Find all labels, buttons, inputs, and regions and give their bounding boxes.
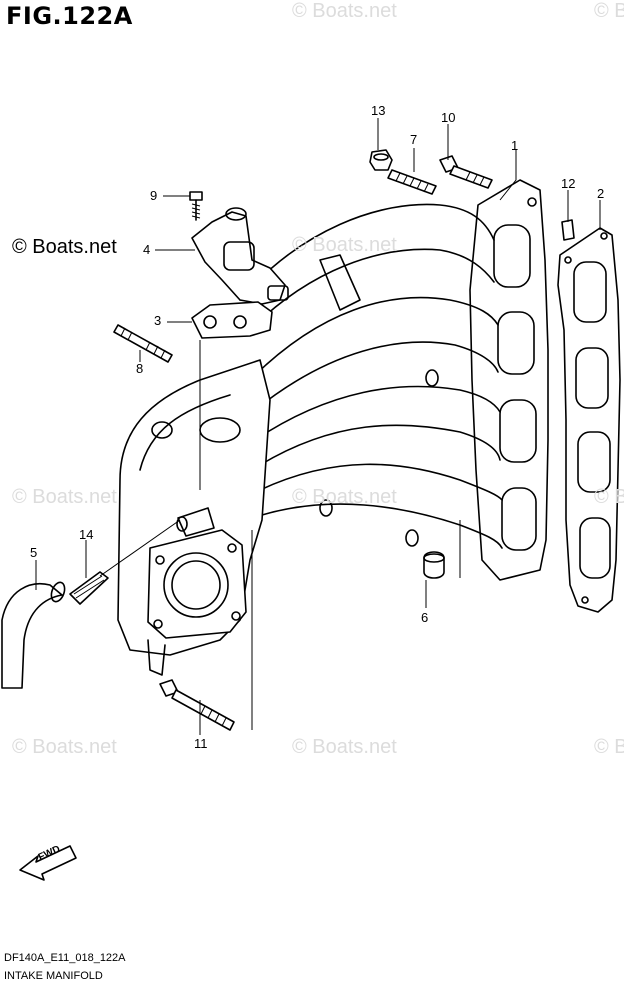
bolt-11[interactable]: [159, 679, 235, 731]
callout-7[interactable]: 7: [410, 132, 418, 147]
watermark: © Boats.net: [292, 0, 397, 22]
callout-1[interactable]: 1: [511, 138, 519, 153]
fwd-arrow-icon: [19, 845, 77, 881]
iac-valve[interactable]: [191, 207, 289, 305]
stud-7[interactable]: [387, 169, 437, 195]
callout-12[interactable]: 12: [561, 176, 576, 191]
callout-2[interactable]: 2: [597, 186, 605, 201]
nut-13[interactable]: [369, 149, 393, 171]
throttle-body-flange[interactable]: [147, 529, 247, 639]
watermark: © Boats.net: [292, 736, 397, 758]
watermark-edge: © Bo: [594, 0, 624, 22]
callout-14[interactable]: 14: [79, 527, 94, 542]
callout-3[interactable]: 3: [154, 313, 162, 328]
hose-5[interactable]: [1, 581, 67, 689]
clip-14[interactable]: [69, 571, 109, 605]
watermark-edge: © Bo: [594, 486, 624, 508]
callout-10[interactable]: 10: [441, 110, 456, 125]
watermark: © Boats.net: [12, 736, 117, 758]
callout-8[interactable]: 8: [136, 361, 144, 376]
callout-6[interactable]: 6: [421, 610, 429, 625]
callout-4[interactable]: 4: [143, 242, 151, 257]
intake-runners: [239, 203, 503, 549]
callout-11[interactable]: 11: [194, 736, 208, 751]
figure-code: DF140A_E11_018_122A: [4, 952, 126, 964]
callout-9[interactable]: 9: [150, 188, 158, 203]
manifold-gasket[interactable]: [557, 227, 621, 613]
figure-caption: INTAKE MANIFOLD: [4, 970, 103, 982]
bolt-10[interactable]: [439, 155, 493, 189]
figure-title: FIG.122A: [6, 2, 133, 30]
watermark: © Boats.net: [12, 486, 117, 508]
iac-gasket[interactable]: [191, 301, 273, 339]
callout-13[interactable]: 13: [371, 103, 386, 118]
manifold-flange[interactable]: [469, 179, 549, 581]
watermark: © Boats.net: [292, 486, 397, 508]
leader-lines: [35, 118, 601, 735]
sensor[interactable]: [176, 507, 215, 537]
spacer-6[interactable]: [423, 551, 445, 579]
watermark: © Boats.net: [292, 234, 397, 256]
stud-8[interactable]: [113, 324, 173, 363]
callout-5[interactable]: 5: [30, 545, 38, 560]
bolt-9[interactable]: [189, 191, 203, 221]
watermark-primary: © Boats.net: [12, 236, 117, 258]
watermark-edge: © Bo: [594, 736, 624, 758]
dowel-12[interactable]: [561, 219, 575, 241]
